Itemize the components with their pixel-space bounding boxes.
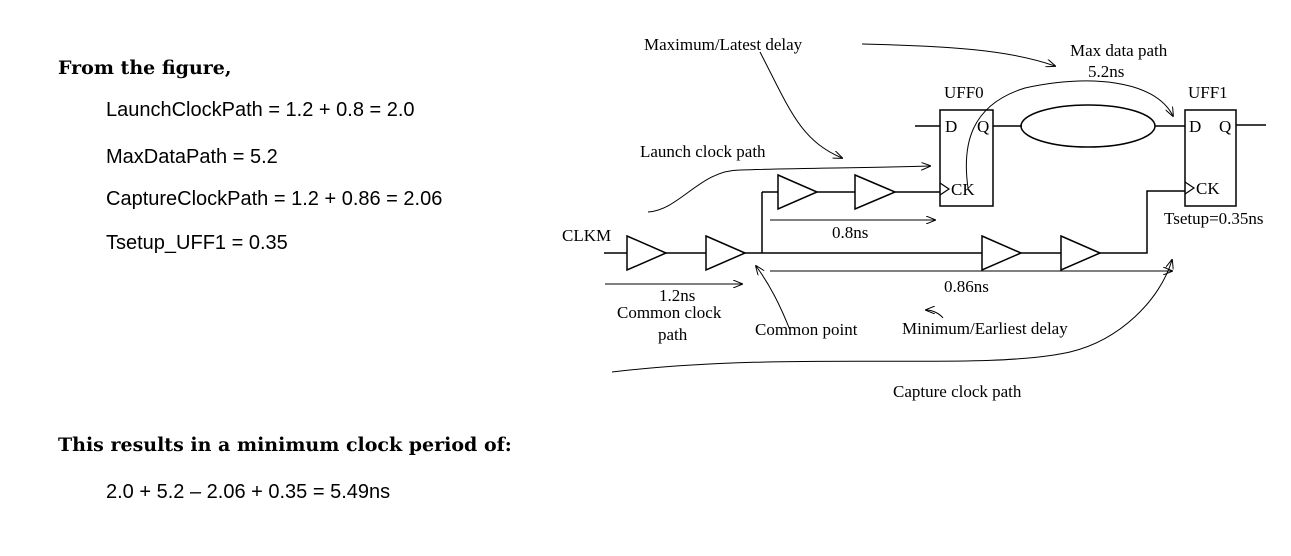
label-common-delay: 1.2ns [659, 286, 695, 305]
label-clkm: CLKM [562, 226, 611, 245]
label-min-earliest-delay: Minimum/Earliest delay [902, 319, 1068, 338]
label-uff1-d: D [1189, 117, 1201, 136]
wire-to-uff1-ck [1100, 190, 1185, 254]
capture-clock-path-arrow [611, 260, 1172, 373]
uff1-clock-pin [1184, 181, 1196, 195]
common-buffer-2 [705, 234, 747, 272]
label-common-clock-path-1: Common clock [617, 303, 722, 322]
label-uff1: UFF1 [1188, 83, 1228, 102]
max-delay-pointer-arrow [861, 43, 1055, 66]
capture-buffer-2 [1060, 234, 1102, 272]
label-uff1-q: Q [1219, 117, 1231, 136]
max-data-path-arrow [965, 80, 1173, 189]
label-common-clock-path-2: path [658, 325, 688, 344]
combinational-logic-cloud [1020, 104, 1156, 148]
label-max-latest-delay: Maximum/Latest delay [644, 35, 803, 54]
label-uff1-ck: CK [1196, 179, 1220, 198]
common-point-arrow [756, 266, 791, 331]
label-uff0-q: Q [977, 117, 989, 136]
equation-max-data-path: MaxDataPath = 5.2 [106, 146, 278, 168]
launch-buffer-1 [777, 173, 819, 211]
heading-from-figure: From the figure, [58, 57, 232, 79]
uff1-flipflop [1184, 109, 1237, 207]
label-uff0: UFF0 [944, 83, 984, 102]
launch-clock-path-arrow [647, 166, 930, 213]
label-max-data-path: Max data path [1070, 41, 1168, 60]
min-delay-pointer-arrow [926, 310, 944, 319]
equation-tsetup: Tsetup_UFF1 = 0.35 [106, 232, 288, 254]
max-delay-to-launch-arrow [759, 51, 842, 158]
label-max-data-path-value: 5.2ns [1088, 62, 1124, 81]
heading-min-clock-period: This results in a minimum clock period o… [58, 434, 512, 456]
uff0-clock-pin [939, 182, 951, 196]
label-capture-delay: 0.86ns [944, 277, 989, 296]
label-launch-delay: 0.8ns [832, 223, 868, 242]
label-capture-clock-path: Capture clock path [893, 382, 1022, 401]
label-uff0-d: D [945, 117, 957, 136]
result-equation: 2.0 + 5.2 – 2.06 + 0.35 = 5.49ns [106, 481, 391, 503]
label-uff0-ck: CK [951, 180, 975, 199]
label-launch-clock-path: Launch clock path [640, 142, 766, 161]
equation-launch-clock-path: LaunchClockPath = 1.2 + 0.8 = 2.0 [106, 99, 415, 121]
label-tsetup: Tsetup=0.35ns [1164, 209, 1264, 228]
uff0-flipflop [939, 109, 994, 207]
equation-capture-clock-path: CaptureClockPath = 1.2 + 0.86 = 2.06 [106, 188, 443, 210]
label-common-point: Common point [755, 320, 858, 339]
capture-buffer-1 [981, 234, 1023, 272]
common-buffer-1 [626, 234, 668, 272]
launch-buffer-2 [854, 173, 897, 211]
